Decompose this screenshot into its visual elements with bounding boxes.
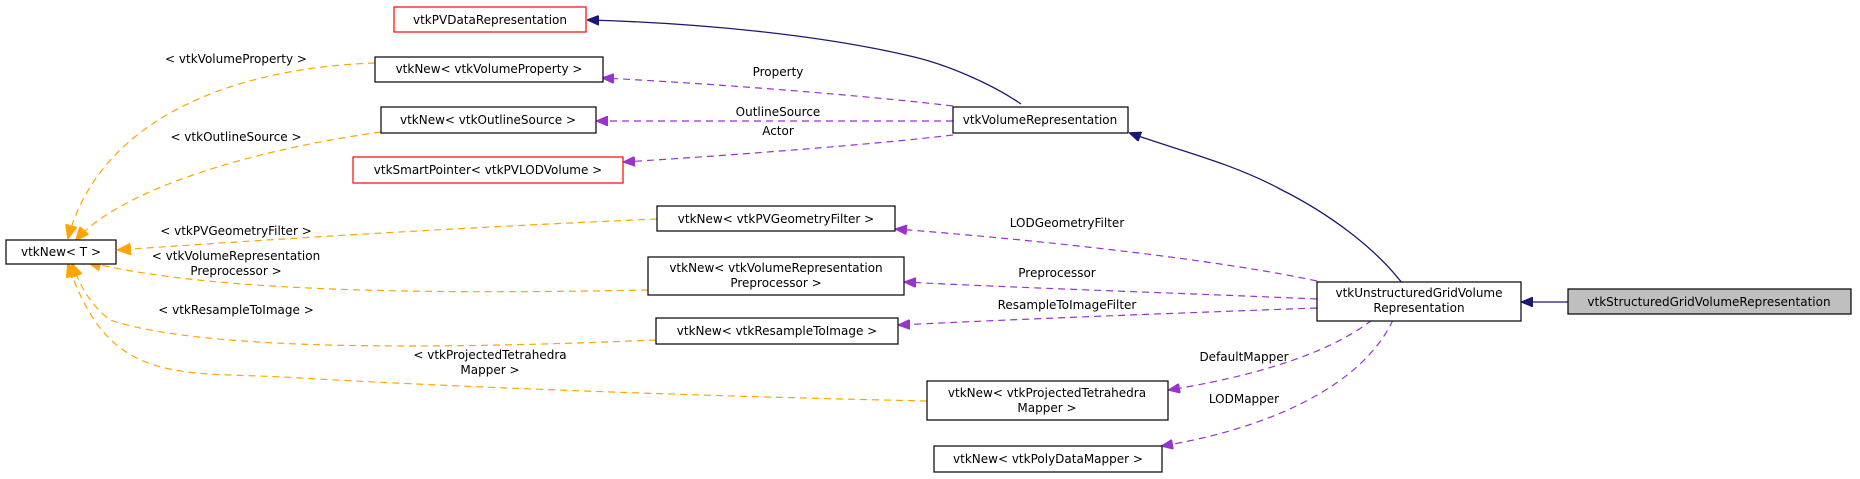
label-tpl-preprocessor-2: Preprocessor > [190, 264, 281, 278]
node-label: vtkNew< vtkPVGeometryFilter > [678, 212, 874, 226]
edge-preprocessor [905, 282, 1318, 300]
node-label-line-2: Representation [1373, 301, 1464, 315]
inheritance-edges [588, 20, 1568, 302]
node-label: vtkNew< T > [21, 245, 101, 259]
node-vtksmartpointer-pvlodvolume[interactable]: vtkSmartPointer< vtkPVLODVolume > [352, 156, 624, 184]
label-tpl-outline-source: < vtkOutlineSource > [170, 130, 301, 144]
edge-lod-geometry-filter [896, 229, 1318, 282]
edge-tpl-volume-property [68, 62, 376, 238]
node-label: vtkNew< vtkVolumeProperty > [396, 62, 583, 76]
label-actor: Actor [762, 124, 794, 138]
node-label-line-2: Mapper > [1017, 401, 1076, 415]
edge-tpl-preprocessor [88, 262, 649, 293]
label-default-mapper: DefaultMapper [1199, 350, 1288, 364]
edge-actor [624, 134, 954, 162]
node-label-line-1: vtkNew< vtkVolumeRepresentation [669, 261, 882, 275]
edge-lod-mapper [1162, 319, 1394, 446]
label-tpl-resample: < vtkResampleToImage > [158, 303, 314, 317]
node-vtkpvdatarepresentation[interactable]: vtkPVDataRepresentation [393, 6, 587, 33]
label-tpl-geometry-filter: < vtkPVGeometryFilter > [160, 224, 312, 238]
node-label: vtkStructuredGridVolumeRepresentation [1587, 295, 1830, 309]
label-lod-geometry-filter: LODGeometryFilter [1010, 216, 1125, 230]
node-vtknew-projectedtetrahedramapper[interactable]: vtkNew< vtkProjectedTetrahedra Mapper > [926, 380, 1169, 421]
edge-ugvolrep-to-volrep [1130, 133, 1403, 284]
label-tpl-projected-1: < vtkProjectedTetrahedra [413, 348, 566, 362]
edge-tpl-geometry-filter [118, 218, 658, 250]
node-vtknew-outlinesource[interactable]: vtkNew< vtkOutlineSource > [380, 106, 597, 134]
node-vtkvolumerepresentation[interactable]: vtkVolumeRepresentation [952, 106, 1129, 134]
label-lod-mapper: LODMapper [1209, 392, 1279, 406]
label-preprocessor: Preprocessor [1018, 266, 1096, 280]
node-vtknew-t[interactable]: vtkNew< T > [5, 239, 117, 265]
node-label: vtkSmartPointer< vtkPVLODVolume > [374, 163, 602, 177]
node-label-line-1: vtkNew< vtkProjectedTetrahedra [948, 386, 1146, 400]
node-label: vtkVolumeRepresentation [963, 113, 1118, 127]
node-label: vtkPVDataRepresentation [413, 13, 567, 27]
edge-tpl-projected [68, 264, 928, 402]
node-vtknew-resampletoimage[interactable]: vtkNew< vtkResampleToImage > [655, 317, 899, 345]
label-property: Property [753, 65, 804, 79]
node-vtknew-polydatamapper[interactable]: vtkNew< vtkPolyDataMapper > [933, 445, 1163, 473]
node-label: vtkNew< vtkOutlineSource > [400, 113, 576, 127]
node-vtknew-volumeproperty[interactable]: vtkNew< vtkVolumeProperty > [374, 56, 604, 83]
node-label-line-1: vtkUnstructuredGridVolume [1335, 286, 1502, 300]
node-vtknew-volumerepresentation-preprocessor[interactable]: vtkNew< vtkVolumeRepresentation Preproce… [647, 256, 905, 296]
edge-volrep-to-pvdatarep [588, 20, 1022, 105]
member-edges [597, 78, 1394, 446]
label-tpl-projected-2: Mapper > [460, 363, 519, 377]
edge-property [603, 78, 954, 107]
edge-tpl-outline-source [76, 131, 382, 240]
edge-default-mapper [1169, 319, 1373, 390]
edge-tpl-resample [72, 264, 657, 347]
label-resample-filter: ResampleToImageFilter [998, 298, 1137, 312]
label-tpl-preprocessor-1: < vtkVolumeRepresentation [152, 249, 320, 263]
edge-labels: Property OutlineSource Actor LODGeometry… [152, 52, 1289, 406]
node-vtkstructuredgridvolumerepresentation[interactable]: vtkStructuredGridVolumeRepresentation [1567, 288, 1852, 315]
node-label: vtkNew< vtkPolyDataMapper > [953, 452, 1143, 466]
label-tpl-volume-property: < vtkVolumeProperty > [165, 52, 307, 66]
node-label: vtkNew< vtkResampleToImage > [677, 324, 877, 338]
node-vtknew-pvgeometryfilter[interactable]: vtkNew< vtkPVGeometryFilter > [656, 205, 896, 232]
node-vtkunstructuredgridvolumerepresentation[interactable]: vtkUnstructuredGridVolume Representation [1316, 281, 1522, 322]
node-label-line-2: Preprocessor > [730, 276, 821, 290]
label-outline-source: OutlineSource [736, 105, 821, 119]
template-edges [68, 62, 928, 402]
nodes: vtkPVDataRepresentation vtkNew< vtkVolum… [5, 6, 1852, 473]
